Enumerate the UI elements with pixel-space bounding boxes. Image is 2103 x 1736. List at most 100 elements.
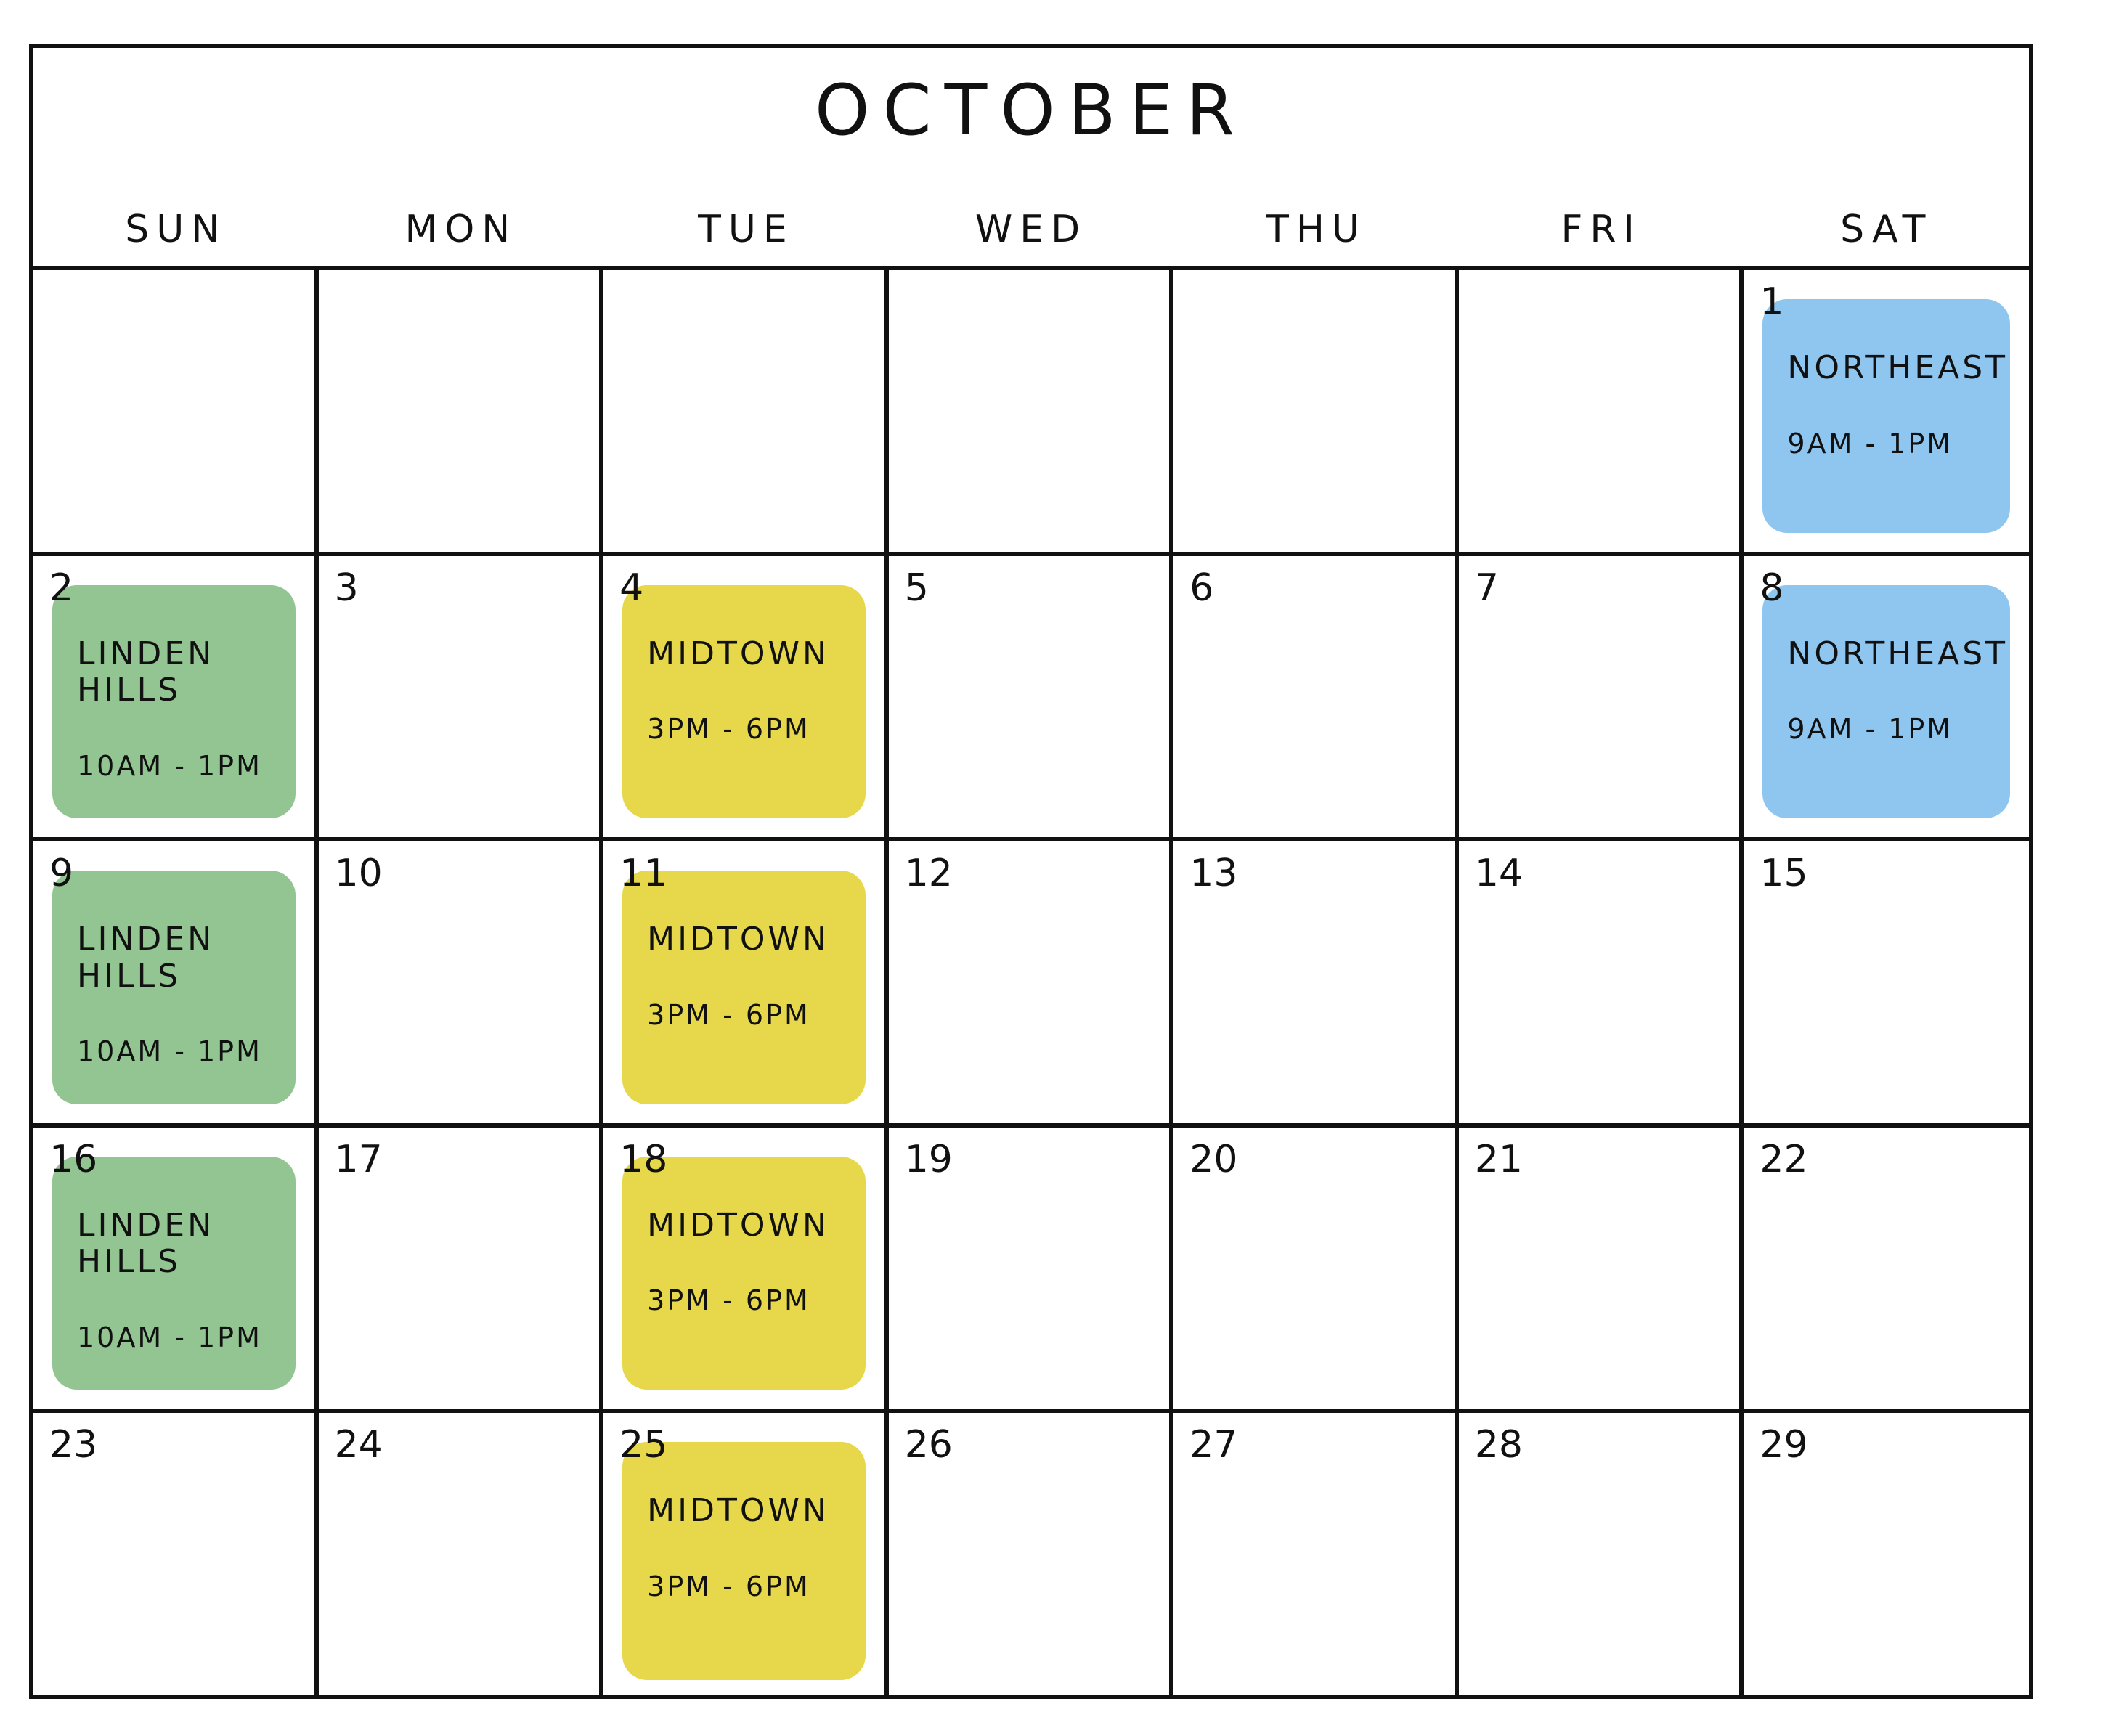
day-cell[interactable]: 26 xyxy=(889,1413,1174,1699)
day-cell[interactable]: 29 xyxy=(1744,1413,2029,1699)
day-cell[interactable]: 7 xyxy=(1458,555,1744,842)
day-number: 23 xyxy=(49,1423,98,1467)
day-number: 9 xyxy=(49,852,74,896)
day-number: 28 xyxy=(1474,1423,1524,1467)
weekday-fri: FRI xyxy=(1561,208,1642,251)
event-block[interactable]: MIDTOWN 3PM - 6PM xyxy=(622,584,866,819)
day-number: 21 xyxy=(1474,1137,1524,1181)
day-cell[interactable]: 27 xyxy=(1173,1413,1459,1699)
day-cell[interactable]: 23 xyxy=(33,1413,319,1699)
event-time: 10AM - 1PM xyxy=(77,1321,262,1353)
weekday-header-row: SUN MON TUE WED THU FRI SAT xyxy=(33,193,2029,266)
day-cell[interactable] xyxy=(888,270,1174,556)
event-time: 3PM - 6PM xyxy=(647,998,810,1031)
event-block[interactable]: LINDEN HILLS 10AM - 1PM xyxy=(52,584,296,819)
day-number: 24 xyxy=(334,1423,383,1467)
day-cell[interactable]: 10 xyxy=(318,841,604,1128)
event-block[interactable]: NORTHEAST 9AM - 1PM xyxy=(1762,299,2010,533)
day-number: 6 xyxy=(1189,566,1214,610)
event-block[interactable]: MIDTOWN 3PM - 6PM xyxy=(622,1156,866,1390)
day-cell[interactable]: 19 xyxy=(888,1127,1174,1414)
day-number: 17 xyxy=(334,1137,383,1181)
event-time: 9AM - 1PM xyxy=(1787,427,1953,460)
day-number: 26 xyxy=(904,1423,953,1467)
event-location: NORTHEAST xyxy=(1787,349,2009,386)
day-cell[interactable] xyxy=(1173,270,1459,556)
day-number: 15 xyxy=(1760,852,1808,896)
event-time: 9AM - 1PM xyxy=(1787,713,1953,746)
event-block[interactable]: MIDTOWN 3PM - 6PM xyxy=(622,871,866,1104)
event-location: LINDEN HILLS xyxy=(77,921,214,995)
day-cell[interactable] xyxy=(1458,270,1744,556)
day-number: 1 xyxy=(1760,280,1784,324)
event-time: 10AM - 1PM xyxy=(77,749,262,782)
event-location: LINDEN HILLS xyxy=(77,1206,214,1281)
event-time: 3PM - 6PM xyxy=(647,1284,810,1317)
event-location: MIDTOWN xyxy=(647,635,829,672)
day-number: 2 xyxy=(49,566,74,610)
month-title: OCTOBER xyxy=(814,70,1248,151)
weekday-thu: THU xyxy=(1266,208,1367,251)
day-cell[interactable]: 15 xyxy=(1744,841,2029,1128)
day-cell[interactable] xyxy=(318,270,604,556)
day-number: 13 xyxy=(1189,852,1238,896)
weekday-wed: WED xyxy=(975,208,1088,251)
day-cell[interactable]: 22 xyxy=(1744,1128,2029,1414)
day-cell[interactable]: 24 xyxy=(319,1413,604,1699)
day-cell[interactable]: 13 xyxy=(1173,841,1459,1128)
day-number: 29 xyxy=(1760,1423,1808,1467)
day-number: 14 xyxy=(1474,852,1524,896)
day-number: 27 xyxy=(1189,1423,1238,1467)
day-number: 7 xyxy=(1474,566,1499,610)
event-location: LINDEN HILLS xyxy=(77,635,214,709)
day-cell[interactable]: 20 xyxy=(1173,1127,1459,1414)
day-cell[interactable]: 14 xyxy=(1458,841,1744,1128)
day-cell[interactable]: 5 xyxy=(888,555,1174,842)
header-divider xyxy=(33,266,2029,270)
day-cell[interactable]: 12 xyxy=(888,841,1174,1128)
day-number: 20 xyxy=(1189,1137,1238,1181)
day-number: 19 xyxy=(904,1137,953,1181)
event-location: MIDTOWN xyxy=(647,1206,829,1244)
day-number: 4 xyxy=(619,566,644,610)
day-number: 18 xyxy=(619,1137,668,1181)
event-block[interactable]: LINDEN HILLS 10AM - 1PM xyxy=(52,871,296,1104)
weekday-mon: MON xyxy=(404,208,518,251)
day-cell[interactable]: 6 xyxy=(1173,555,1459,842)
weekday-tue: TUE xyxy=(698,208,794,251)
day-cell[interactable] xyxy=(603,270,889,556)
event-location: MIDTOWN xyxy=(647,921,829,958)
day-number: 12 xyxy=(904,852,953,896)
day-cell[interactable]: 17 xyxy=(318,1127,604,1414)
event-block[interactable]: NORTHEAST 9AM - 1PM xyxy=(1762,584,2010,819)
day-cell[interactable] xyxy=(33,270,319,556)
event-block[interactable]: LINDEN HILLS 10AM - 1PM xyxy=(52,1156,296,1390)
day-number: 3 xyxy=(334,566,359,610)
day-number: 5 xyxy=(904,566,929,610)
day-cell[interactable]: 28 xyxy=(1459,1413,1744,1699)
weekday-sat: SAT xyxy=(1840,208,1933,251)
event-time: 3PM - 6PM xyxy=(647,713,810,746)
event-time: 10AM - 1PM xyxy=(77,1035,262,1068)
event-location: MIDTOWN xyxy=(647,1492,829,1530)
day-number: 22 xyxy=(1760,1137,1808,1181)
event-location: NORTHEAST xyxy=(1787,635,2009,672)
day-cell[interactable]: 3 xyxy=(318,555,604,842)
day-number: 16 xyxy=(49,1137,98,1181)
day-number: 11 xyxy=(619,852,668,896)
day-cell[interactable]: 21 xyxy=(1458,1127,1744,1414)
day-number: 10 xyxy=(334,852,383,896)
day-number: 8 xyxy=(1760,566,1784,610)
